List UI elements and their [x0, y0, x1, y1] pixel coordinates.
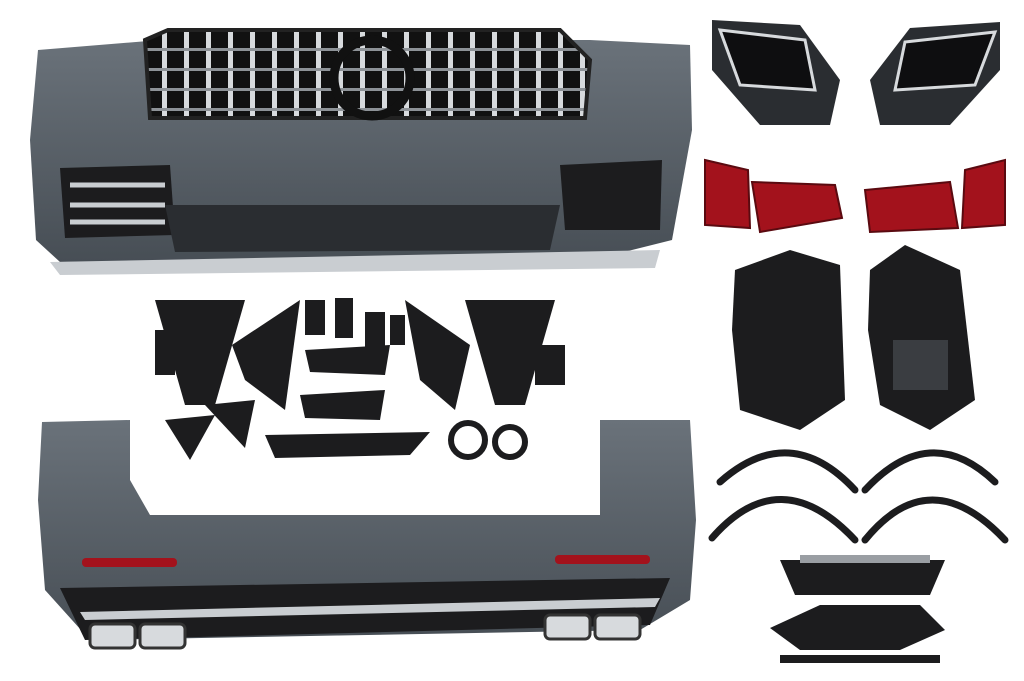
lower-diffuser-parts [770, 555, 945, 663]
left-air-intake [60, 165, 175, 238]
left-reflector [82, 558, 177, 567]
taillights [704, 158, 1006, 234]
front-bumper [30, 28, 692, 275]
mounting-brackets [155, 298, 565, 460]
exhaust-tips [88, 613, 642, 650]
star-emblem-ring [329, 35, 415, 121]
lower-grille [165, 205, 560, 252]
gt-grille [142, 28, 593, 120]
wheel-arch-liners [732, 245, 975, 430]
headlights [712, 20, 1000, 125]
fender-flares [708, 449, 1009, 544]
front-splitter [50, 250, 660, 275]
right-reflector [555, 555, 650, 564]
rear-bumper [38, 420, 696, 650]
right-air-intake [560, 160, 662, 230]
